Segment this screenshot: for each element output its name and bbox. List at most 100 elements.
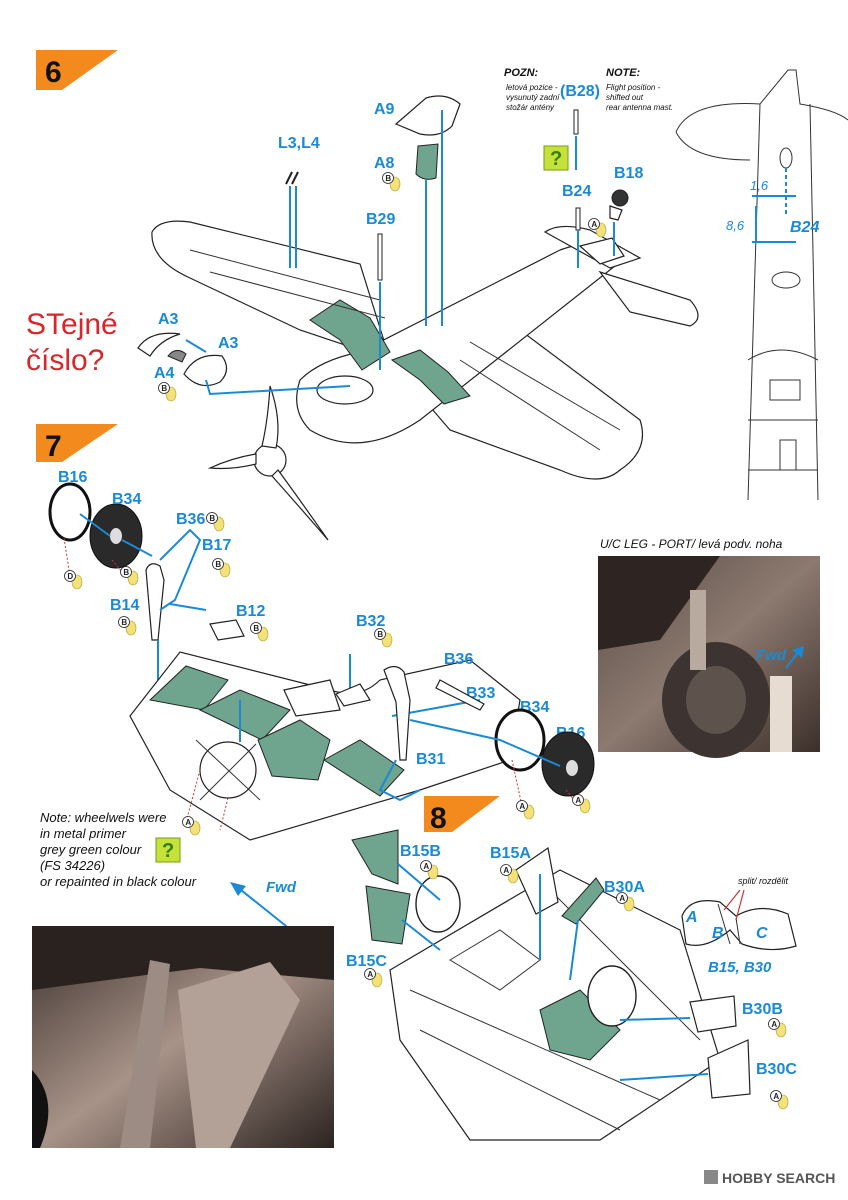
label-B15A: B15A bbox=[490, 845, 531, 862]
pozn-line1: letová pozice - bbox=[506, 83, 558, 92]
plate-marker: B bbox=[120, 566, 139, 586]
note-en-line1: Flight position - bbox=[606, 83, 661, 92]
step-7-badge bbox=[36, 424, 118, 462]
label-B34-left: B34 bbox=[112, 491, 141, 508]
plate-marker: A bbox=[516, 800, 535, 820]
label-B31: B31 bbox=[416, 751, 445, 768]
label-B28: (B28) bbox=[560, 83, 600, 100]
split-C: C bbox=[756, 925, 768, 942]
canopy-part bbox=[394, 95, 461, 136]
label-B16-left: B16 bbox=[58, 469, 87, 486]
wheelwell-note-line5: or repainted in black colour bbox=[40, 874, 197, 889]
split-caption: B15, B30 bbox=[708, 959, 772, 976]
plate-marker: B bbox=[250, 622, 269, 642]
plate-marker: B bbox=[212, 558, 231, 578]
note-en-title: NOTE: bbox=[606, 67, 641, 79]
plate-marker: A bbox=[420, 860, 439, 880]
label-B14: B14 bbox=[110, 597, 139, 614]
photo-wheel-well bbox=[32, 926, 334, 1148]
split-text: split/ rozdělit bbox=[738, 876, 789, 886]
door-B15B bbox=[351, 829, 399, 885]
plate-letter: A bbox=[423, 862, 429, 871]
plate-letter: A bbox=[619, 894, 625, 903]
step-7-number: 7 bbox=[45, 430, 62, 463]
headrest-part bbox=[415, 143, 439, 180]
label-B30B: B30B bbox=[742, 1001, 783, 1018]
plate-marker: D bbox=[64, 570, 83, 590]
label-B24: B24 bbox=[562, 183, 591, 200]
dimension-1-6: 1,6 bbox=[750, 178, 769, 193]
watermark-text: HOBBY SEARCH bbox=[722, 1170, 835, 1186]
label-B36-right: B36 bbox=[444, 651, 473, 668]
label-B18: B18 bbox=[614, 165, 643, 182]
plate-letter: B bbox=[377, 630, 383, 639]
wheelwell-note-line1: Note: wheelwels were bbox=[40, 810, 166, 825]
step-8: 8 B15B B15A B30A B15C B30B B30C split/ r… bbox=[346, 796, 797, 1141]
plate-letter: B bbox=[385, 174, 391, 183]
plate-letter: A bbox=[367, 970, 373, 979]
paint-marker-note bbox=[155, 837, 181, 863]
step-8-badge bbox=[424, 796, 500, 832]
plate-marker: B bbox=[158, 382, 177, 402]
plate-letter: B bbox=[121, 618, 127, 627]
plate-letter: A bbox=[575, 796, 581, 805]
plate-marker: A bbox=[572, 794, 591, 814]
label-B12: B12 bbox=[236, 603, 265, 620]
plate-letter: A bbox=[519, 802, 525, 811]
label-B36-left: B36 bbox=[176, 511, 205, 528]
wheelwell-note-line3: grey green colour bbox=[40, 842, 142, 857]
label-B15C: B15C bbox=[346, 953, 387, 970]
label-A9: A9 bbox=[374, 101, 395, 118]
plate-letter: A bbox=[185, 818, 191, 827]
label-B29: B29 bbox=[366, 211, 395, 228]
plate-marker: A bbox=[770, 1090, 789, 1110]
plate-marker: B bbox=[118, 616, 137, 636]
label-B15B: B15B bbox=[400, 843, 441, 860]
pozn-title: POZN: bbox=[504, 67, 539, 79]
red-note-line2: číslo? bbox=[26, 344, 104, 377]
step-7: 7 B16 B34 B36 B17 B14 B12 B32 B36 bbox=[36, 424, 595, 935]
pozn-line2: vysunutý zadní bbox=[506, 93, 560, 102]
label-A8: A8 bbox=[374, 155, 395, 172]
plate-letter: B bbox=[123, 568, 129, 577]
label-A3-right: A3 bbox=[218, 335, 239, 352]
red-note-line1: STejné bbox=[26, 308, 118, 341]
label-B32: B32 bbox=[356, 613, 385, 630]
door-B15A bbox=[515, 846, 559, 915]
hub-ring-left bbox=[48, 482, 92, 542]
plate-letter: B bbox=[253, 624, 259, 633]
wheelwell-note-line2: in metal primer bbox=[40, 826, 127, 841]
door-B30C bbox=[707, 1039, 751, 1099]
note-en-line3: rear antenna mast. bbox=[606, 103, 673, 112]
plate-letter: D bbox=[67, 572, 73, 581]
paint-marker-note-text: ? bbox=[162, 840, 174, 862]
door-B30A bbox=[561, 877, 605, 925]
fwd-label-left: Fwd bbox=[266, 879, 297, 896]
plate-marker: A bbox=[500, 864, 519, 884]
step-6: 6 A bbox=[26, 50, 848, 541]
hub-ring-right bbox=[494, 708, 546, 772]
plate-marker: A bbox=[364, 968, 383, 988]
note-en-line2: shifted out bbox=[606, 93, 644, 102]
plate-letter: B bbox=[161, 384, 167, 393]
aircraft-plan-view bbox=[151, 220, 699, 541]
plate-marker: A bbox=[182, 816, 201, 836]
step-8-number: 8 bbox=[430, 802, 447, 835]
plate-letter: B bbox=[215, 560, 221, 569]
photo-caption: U/C LEG - PORT/ levá podv. noha bbox=[600, 537, 783, 551]
fuselage-side-detail: 1,6 8,6 B24 bbox=[675, 69, 848, 501]
plate-marker: B bbox=[382, 172, 401, 192]
split-A: A bbox=[685, 909, 698, 926]
unknown-paint-marker bbox=[543, 145, 569, 171]
plate-marker: A bbox=[616, 892, 635, 912]
door-B30B bbox=[689, 995, 737, 1033]
label-A3-left: A3 bbox=[158, 311, 179, 328]
label-B30C: B30C bbox=[756, 1061, 797, 1078]
plate-letter: A bbox=[503, 866, 509, 875]
plate-marker: B bbox=[206, 512, 225, 532]
wheelwell-note-line4: (FS 34226) bbox=[40, 858, 105, 873]
plate-marker: A bbox=[768, 1018, 787, 1038]
plate-marker: B bbox=[374, 628, 393, 648]
label-L3-L4: L3,L4 bbox=[278, 135, 320, 152]
